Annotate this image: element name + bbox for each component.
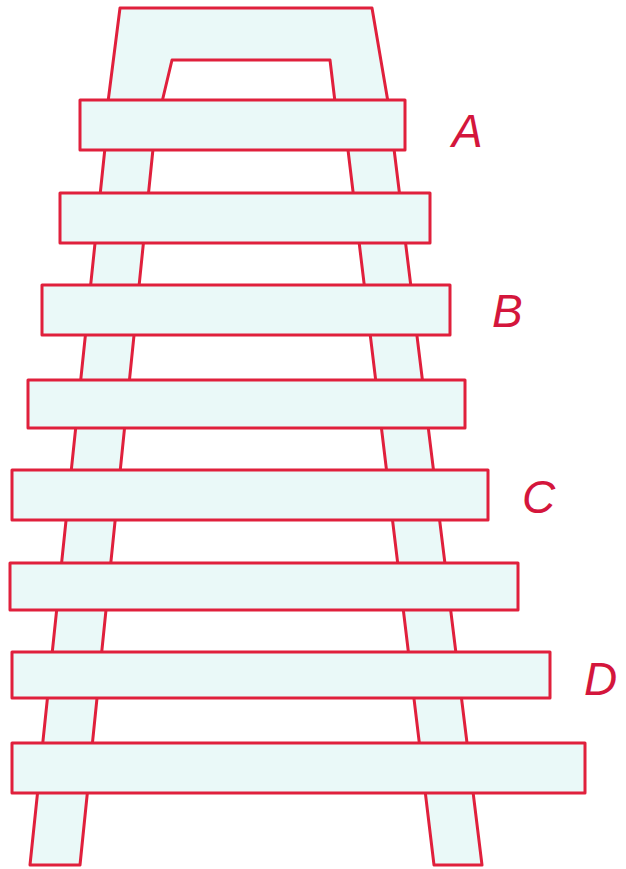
top-handle bbox=[108, 8, 388, 102]
part-letter: C bbox=[522, 474, 555, 520]
part-letter: A bbox=[452, 108, 483, 154]
bar bbox=[12, 652, 550, 698]
part-letter: D bbox=[584, 656, 617, 702]
bar bbox=[80, 100, 405, 150]
bar bbox=[42, 285, 450, 335]
bar bbox=[12, 743, 585, 793]
part-letter: B bbox=[492, 288, 523, 334]
bar bbox=[12, 470, 488, 520]
bar bbox=[10, 563, 518, 610]
bar bbox=[28, 380, 465, 428]
bar bbox=[60, 193, 430, 243]
